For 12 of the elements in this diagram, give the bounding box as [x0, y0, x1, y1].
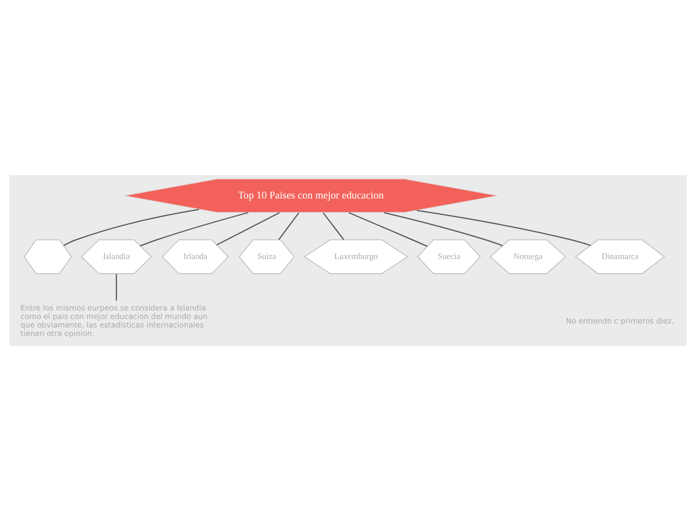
connector	[384, 212, 503, 246]
node-hexagon	[24, 238, 72, 274]
connector	[278, 212, 300, 240]
connector	[116, 273, 117, 300]
connector	[322, 212, 344, 240]
connector	[140, 212, 248, 246]
connector	[216, 212, 280, 245]
connector	[348, 212, 428, 246]
connector	[64, 208, 200, 246]
connector	[416, 209, 591, 246]
node-text: Entre los mismos eurpeos se considera a Islandia como el pais con mejor educacion del mundo aun que obviamente, las estadisticas internacionales tienen otra opinion.	[20, 303, 208, 338]
label: No entiendo c primeros diez,	[566, 316, 674, 325]
